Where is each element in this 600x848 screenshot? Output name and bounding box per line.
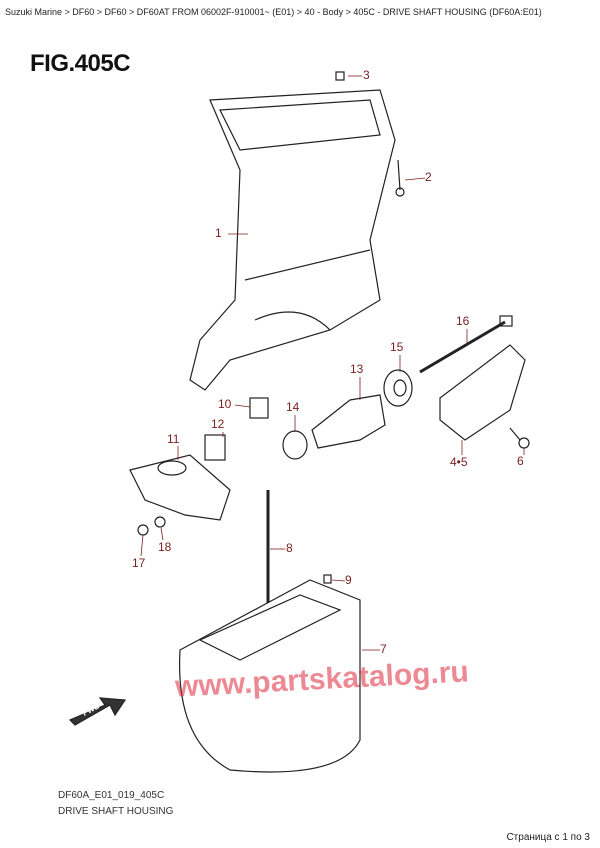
callout-7[interactable]: 7: [380, 642, 387, 656]
callout-2[interactable]: 2: [425, 170, 432, 184]
callout-1[interactable]: 1: [215, 226, 222, 240]
pager: Страница с 1 по 3: [506, 832, 590, 843]
fwd-arrow-icon: [68, 697, 127, 726]
drawing-title: DRIVE SHAFT HOUSING: [58, 806, 174, 817]
pin-9: [323, 574, 332, 584]
bolt-2: [395, 159, 405, 197]
callout-10[interactable]: 10: [218, 397, 232, 411]
callout-15[interactable]: 15: [390, 340, 404, 354]
washer-18: [154, 516, 166, 528]
callout-18[interactable]: 18: [158, 540, 172, 554]
sleeve-13: [311, 394, 386, 449]
bearing-15: [383, 369, 413, 407]
callout-14[interactable]: 14: [286, 400, 300, 414]
callout-17[interactable]: 17: [132, 556, 146, 570]
lower-housing: [178, 579, 361, 773]
callout-13[interactable]: 13: [350, 362, 364, 376]
upper-housing: [189, 89, 396, 391]
callout-11[interactable]: 11: [167, 432, 180, 446]
bolt-6: [509, 427, 530, 449]
callout-6[interactable]: 6: [517, 454, 524, 468]
mount-11: [129, 454, 231, 521]
figure-title: FIG.405C: [30, 50, 131, 77]
bush-10: [249, 397, 269, 419]
callout-4-5[interactable]: 4•5: [450, 455, 468, 469]
bolt-16: [419, 315, 513, 374]
nut-17: [137, 524, 149, 536]
callout-8[interactable]: 8: [286, 541, 293, 555]
cover-4-5: [439, 344, 526, 441]
callout-12[interactable]: 12: [211, 417, 225, 431]
mount-12: [204, 434, 226, 461]
pin-3: [335, 71, 345, 81]
leader-lines: [140, 75, 525, 651]
callout-3[interactable]: 3: [363, 68, 370, 82]
breadcrumb[interactable]: Suzuki Marine > DF60 > DF60 > DF60AT FRO…: [5, 7, 542, 17]
seal-14: [282, 430, 308, 460]
drawing-code: DF60A_E01_019_405C: [58, 790, 165, 801]
callout-16[interactable]: 16: [456, 314, 470, 328]
callout-9[interactable]: 9: [345, 573, 352, 587]
